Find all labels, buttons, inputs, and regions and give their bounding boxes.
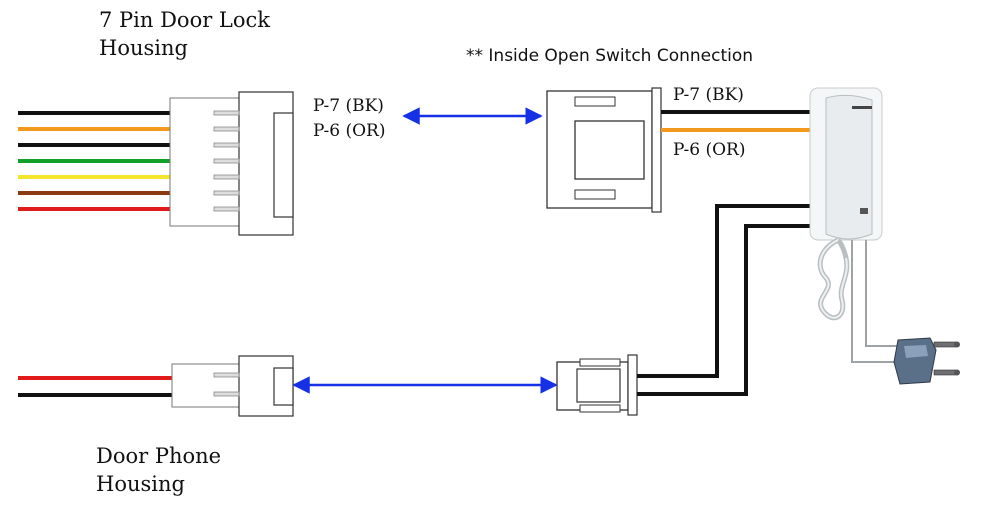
phone-return-wire-1 <box>637 204 812 378</box>
lock-pin <box>213 110 240 116</box>
door-lock-connector <box>169 91 294 236</box>
lock-pin <box>213 190 240 196</box>
right-pin-6-label: P-6 (OR) <box>673 140 746 160</box>
lock-pin <box>213 174 240 180</box>
door-phone-connector <box>171 355 294 417</box>
door-phone-housing-line1: Door Phone <box>96 444 222 468</box>
power-cord-1 <box>851 240 900 363</box>
lock-wire-bundle <box>18 111 172 211</box>
lock-pin <box>213 206 240 212</box>
door-lock-housing-line1: 7 Pin Door Lock <box>99 8 270 32</box>
door-phone-housing-line2: Housing <box>96 472 185 496</box>
phone-return-wire-2 <box>637 224 812 396</box>
lock-pin <box>213 158 240 164</box>
lock-pin <box>213 126 240 132</box>
switch-connection-note: ** Inside Open Switch Connection <box>466 46 754 66</box>
phone-receiving-connector <box>556 354 638 416</box>
intercom-handset-icon <box>809 87 883 321</box>
power-plug-icon <box>893 337 960 385</box>
right-pin-7-label: P-7 (BK) <box>673 85 744 105</box>
left-pin-7-label: P-7 (BK) <box>313 96 384 116</box>
lock-pin <box>213 142 240 148</box>
door-lock-housing-line2: Housing <box>99 36 188 60</box>
power-cord-2 <box>865 240 900 347</box>
door-lock-housing-label: 7 Pin Door Lock Housing <box>99 6 270 62</box>
switch-connector <box>546 87 662 213</box>
door-phone-housing-label: Door Phone Housing <box>96 442 221 498</box>
left-pin-6-label: P-6 (OR) <box>313 121 386 141</box>
